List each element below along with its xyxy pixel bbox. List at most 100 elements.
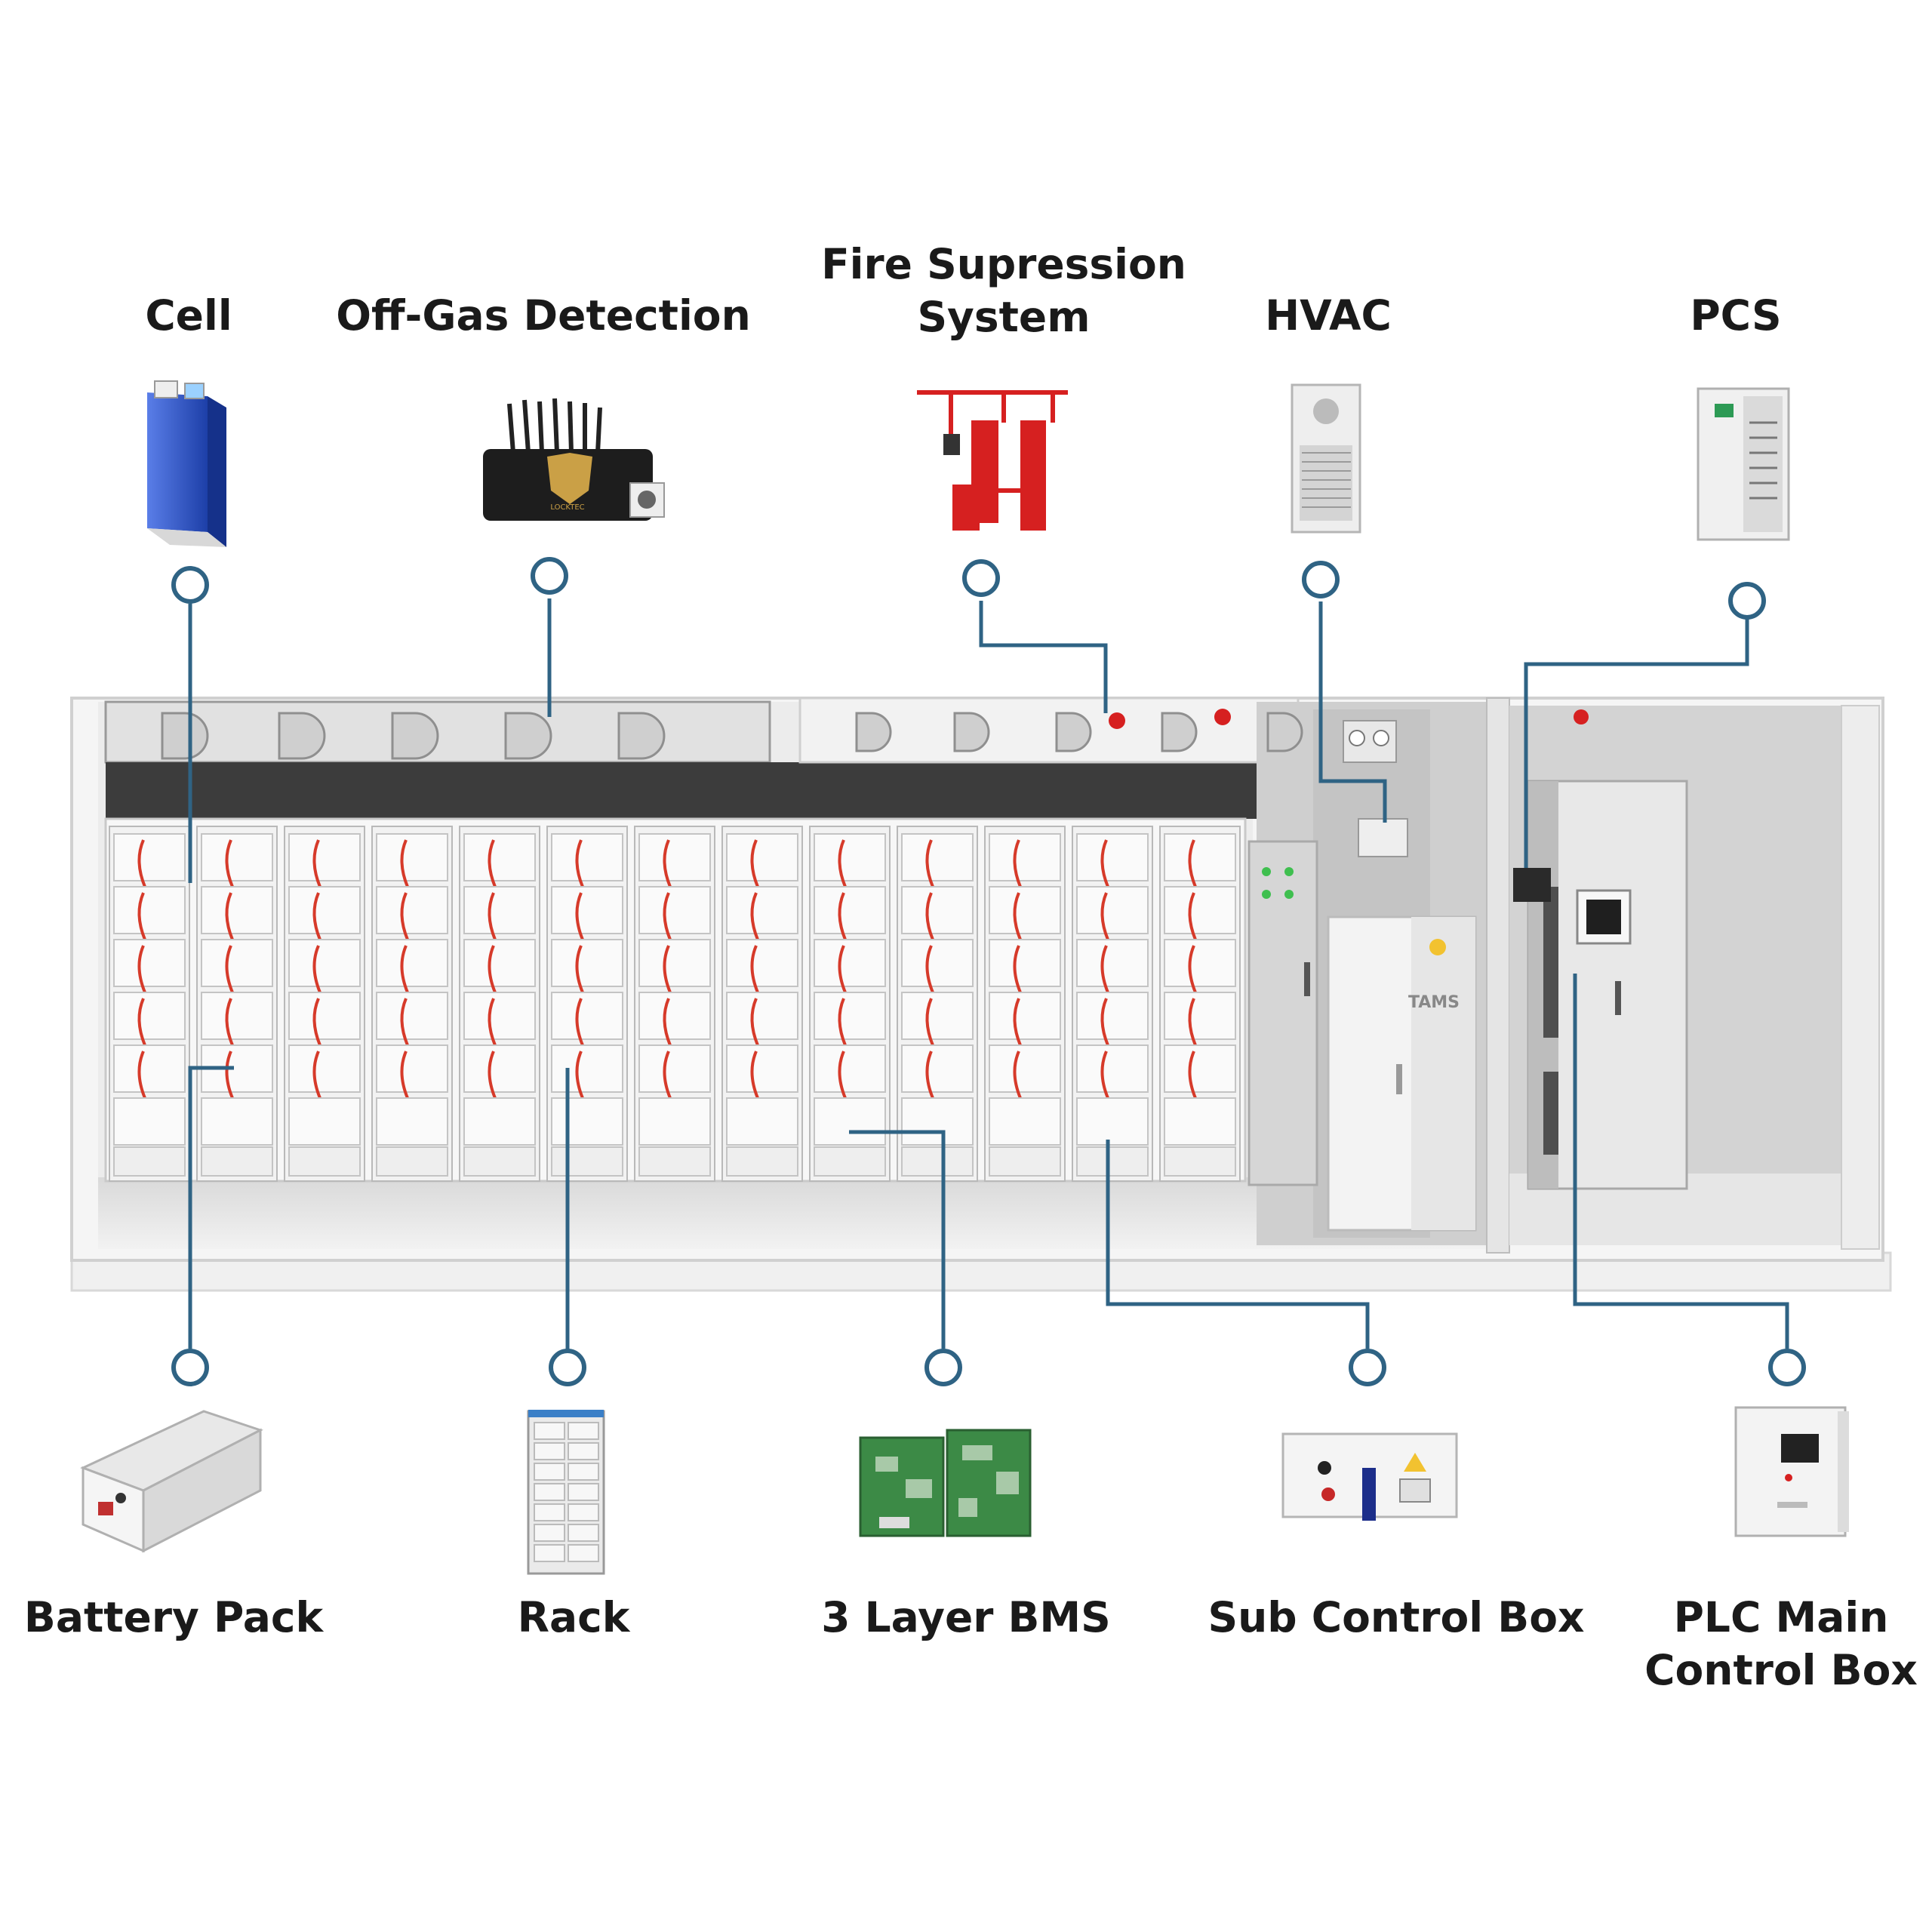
rack-image <box>527 1410 605 1575</box>
cable <box>225 945 234 993</box>
label-pcs: PCS <box>1690 291 1782 340</box>
battery-pack-node <box>171 1349 209 1386</box>
battery-module <box>113 992 186 1040</box>
battery-module <box>463 1044 536 1093</box>
rack-slot <box>534 1442 565 1460</box>
cable <box>137 1051 146 1099</box>
pcs-node <box>1728 582 1766 620</box>
battery-module <box>551 939 623 987</box>
duct-vents-left <box>161 712 666 760</box>
cable <box>750 945 759 993</box>
fire-node <box>962 559 1000 597</box>
battery-module <box>1076 886 1149 934</box>
battery-module <box>376 886 448 934</box>
cable <box>1100 1051 1109 1099</box>
cable <box>488 998 497 1046</box>
battery-module <box>463 992 536 1040</box>
connectors <box>188 598 1789 1349</box>
label-plc-main-control-box: PLC Main Control Box <box>1644 1593 1918 1694</box>
battery-module <box>1164 1097 1236 1146</box>
battery-module <box>201 1097 273 1146</box>
cable <box>663 892 672 940</box>
cable <box>312 1051 321 1099</box>
cable <box>137 839 146 888</box>
rack-base <box>463 1146 536 1177</box>
rack-slot <box>568 1422 599 1440</box>
cable <box>400 998 409 1046</box>
rack-slot <box>534 1463 565 1481</box>
battery-module <box>376 833 448 881</box>
cable <box>1100 839 1109 888</box>
battery-module <box>638 833 711 881</box>
cable <box>925 839 934 888</box>
cable <box>312 892 321 940</box>
battery-racks <box>104 817 1247 1183</box>
plc-control-box-image <box>1734 1406 1849 1537</box>
rack-slot <box>534 1544 565 1562</box>
cable <box>925 998 934 1046</box>
battery-module <box>638 886 711 934</box>
rack-base <box>726 1146 798 1177</box>
battery-module <box>726 992 798 1040</box>
cable <box>225 839 234 888</box>
cable <box>1188 1051 1197 1099</box>
battery-module <box>901 833 974 881</box>
battery-pack-image <box>80 1410 263 1553</box>
battery-module <box>1076 1097 1149 1146</box>
label-fire-suppression-system: Fire Supression System <box>821 240 1186 341</box>
battery-module <box>1164 992 1236 1040</box>
battery-module <box>113 833 186 881</box>
connector-nodes <box>171 557 1806 1386</box>
hvac-connector-line <box>1318 601 1387 823</box>
cable <box>575 839 584 888</box>
label-off-gas-detection: Off-Gas Detection <box>336 291 751 340</box>
battery-module <box>288 939 361 987</box>
label-hvac: HVAC <box>1265 291 1392 340</box>
cable <box>750 1051 759 1099</box>
cable <box>925 892 934 940</box>
pcs-image <box>1697 387 1790 541</box>
battery-module <box>113 886 186 934</box>
battery-module <box>1076 833 1149 881</box>
rack-base <box>113 1146 186 1177</box>
battery-module <box>288 1097 361 1146</box>
cable <box>575 945 584 993</box>
battery-module <box>113 1044 186 1093</box>
bms-node <box>924 1349 962 1386</box>
rack-base <box>201 1146 273 1177</box>
battery-module <box>901 1097 974 1146</box>
battery-module <box>901 992 974 1040</box>
cable <box>1013 839 1022 888</box>
cable <box>137 945 146 993</box>
sub-control-box-image <box>1281 1432 1458 1521</box>
cable <box>838 1051 847 1099</box>
cable <box>750 892 759 940</box>
battery-module <box>814 1044 886 1093</box>
cable <box>488 1051 497 1099</box>
battery-module <box>726 886 798 934</box>
battery-module <box>638 1097 711 1146</box>
battery-module <box>989 886 1061 934</box>
off-gas-detector-image: LOCKTEC <box>483 398 665 521</box>
pcs-connector-line <box>1524 617 1749 868</box>
rack-base <box>989 1146 1061 1177</box>
rack-slot <box>534 1503 565 1521</box>
rack-base <box>1164 1146 1236 1177</box>
battery-module <box>463 939 536 987</box>
battery-module <box>814 833 886 881</box>
cable <box>400 945 409 993</box>
battery-module <box>989 1044 1061 1093</box>
battery-pack-connector-line <box>188 1066 234 1349</box>
rack-base <box>1076 1146 1149 1177</box>
battery-module <box>201 886 273 934</box>
battery-module <box>901 939 974 987</box>
cable <box>1100 998 1109 1046</box>
battery-module <box>201 939 273 987</box>
cable <box>312 839 321 888</box>
offgas-node <box>531 557 568 595</box>
cable <box>575 892 584 940</box>
cable <box>750 998 759 1046</box>
battery-module <box>201 833 273 881</box>
hvac-image <box>1291 383 1361 534</box>
cable <box>488 945 497 993</box>
